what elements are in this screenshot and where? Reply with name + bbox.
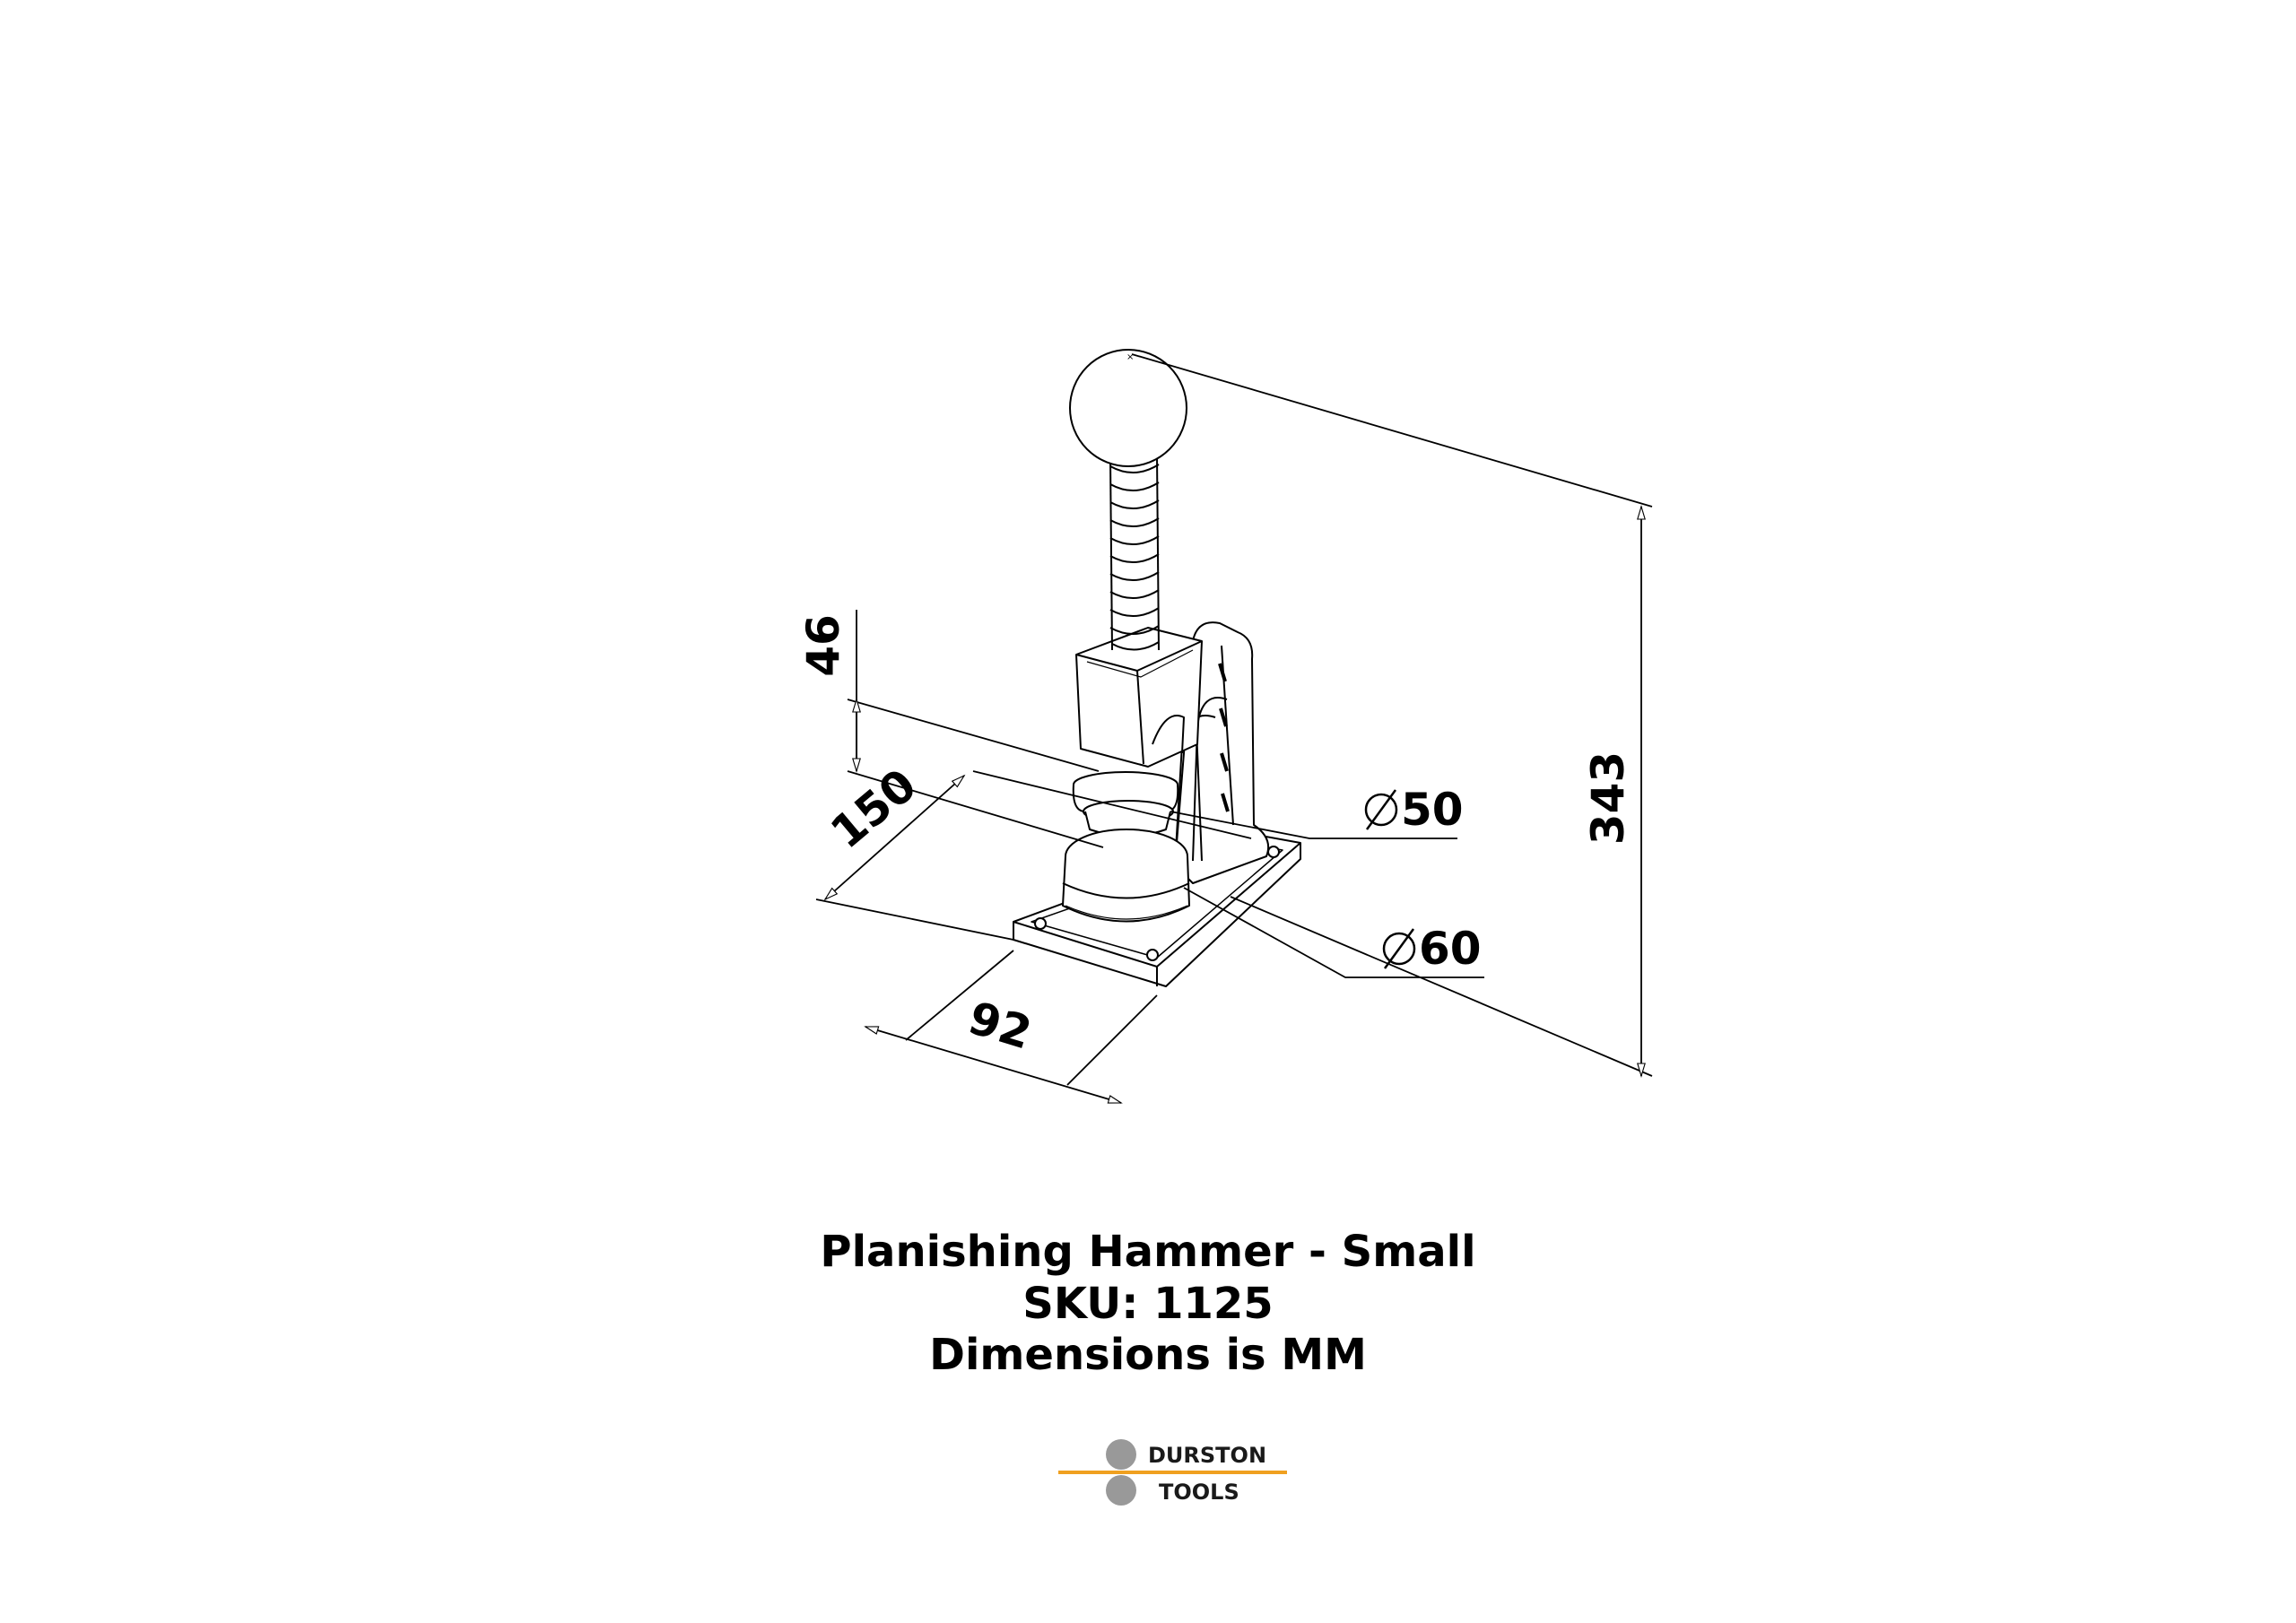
product-title: Planishing Hammer - Small: [820, 1227, 1476, 1277]
logo-line-2: TOOLS: [1159, 1480, 1239, 1505]
logo-line-1: DURSTON: [1148, 1443, 1266, 1468]
lower-die: [1062, 829, 1190, 923]
dim-overall-height: 343: [1582, 751, 1634, 845]
dim-head-gap: 46: [797, 614, 849, 677]
logo-accent-bar: [1058, 1471, 1287, 1474]
dimension-lines: [815, 353, 1653, 1104]
svg-text:×: ×: [1126, 352, 1134, 362]
units-note: Dimensions is MM: [929, 1330, 1367, 1380]
logo-circle-bottom: [1106, 1475, 1136, 1506]
spring: [1109, 455, 1160, 651]
durston-tools-logo: DURSTON TOOLS: [1058, 1439, 1287, 1506]
head-block: [1075, 627, 1203, 768]
svg-text:60: 60: [1419, 923, 1482, 975]
svg-text:50: 50: [1401, 784, 1464, 836]
planishing-hammer-illustration: ×: [1013, 349, 1301, 987]
ball-knob: ×: [1069, 349, 1187, 467]
upper-die: [1072, 771, 1179, 865]
logo-circle-top: [1106, 1439, 1136, 1470]
dim-lower-die-diameter: 60: [1382, 923, 1482, 975]
dim-base-width: 92: [962, 992, 1038, 1060]
product-sku: SKU: 1125: [1022, 1279, 1274, 1329]
dim-base-length: 150: [821, 759, 926, 859]
dim-upper-die-diameter: 50: [1364, 784, 1464, 836]
